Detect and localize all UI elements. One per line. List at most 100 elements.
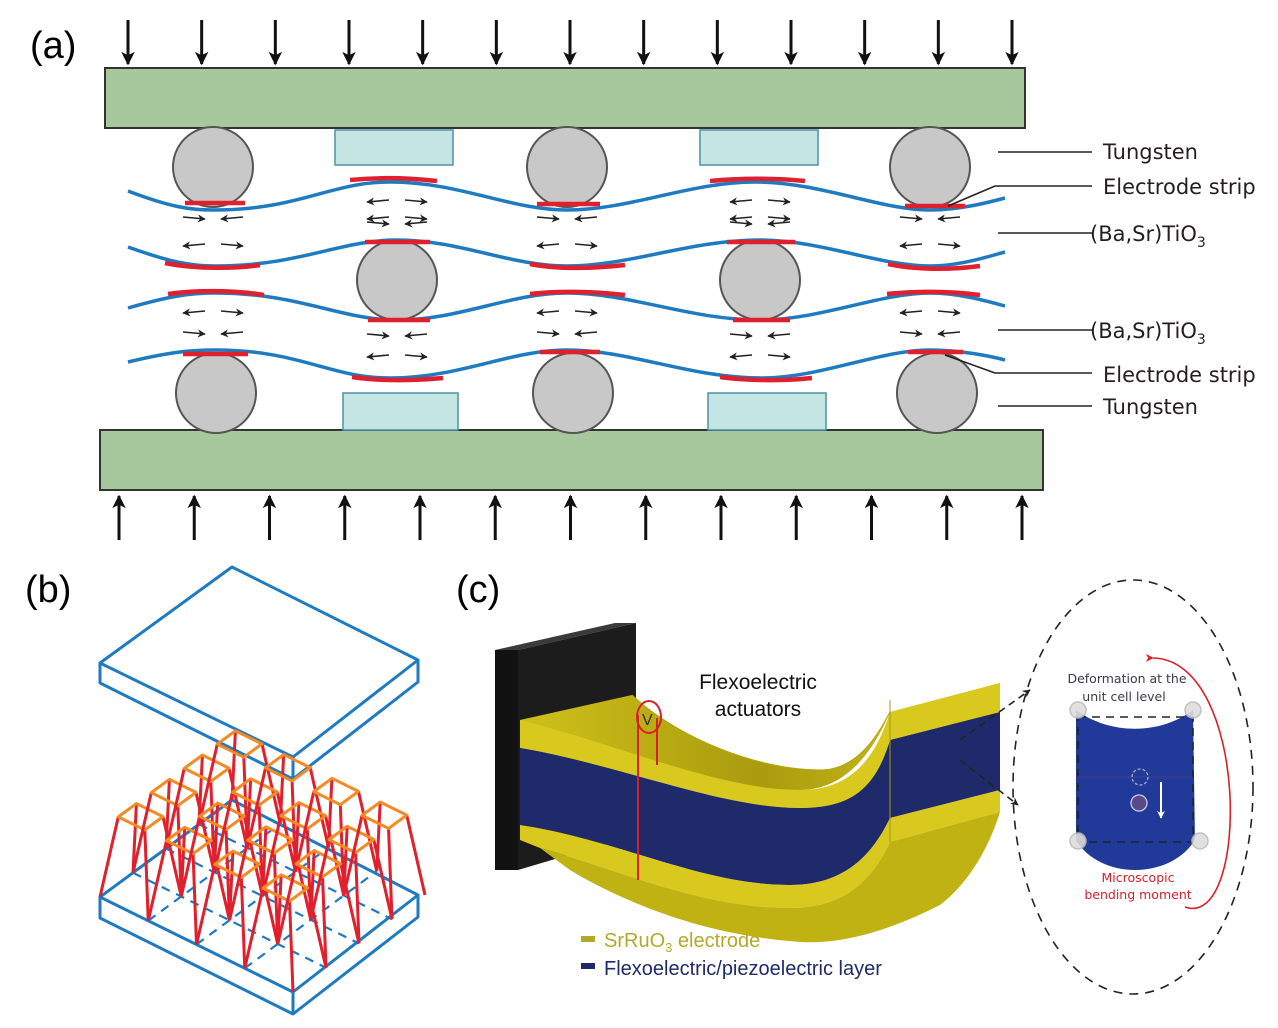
legend-leader-lines: [944, 151, 1092, 407]
tungsten-block: [342, 392, 459, 431]
strain-arrow: [767, 219, 791, 228]
strain-arrow: [729, 197, 753, 206]
micro-pyramid: [98, 802, 183, 921]
deformed-unit-cell: [1076, 710, 1195, 870]
unit-cell-inset: Deformation at the unit cell level Micro…: [1012, 579, 1254, 995]
legend-swatch-layer: [581, 963, 595, 969]
panel-c-legend: SrRuO3 electrode Flexoelectric/piezoelec…: [581, 930, 882, 980]
strain-arrow: [729, 214, 753, 223]
inset-bottom-line2: bending moment: [1084, 887, 1191, 902]
strain-arrow: [574, 214, 598, 223]
voltage-symbol: V: [642, 712, 653, 729]
strain-arrow: [899, 329, 923, 338]
bst-film: [127, 238, 1006, 268]
strain-arrow: [767, 352, 791, 361]
legend-electrode-strip-top: Electrode strip: [1103, 175, 1256, 199]
electrode-strips: [164, 175, 981, 383]
bottom-pressure-plate: [99, 429, 1044, 491]
bst-film: [127, 291, 1006, 322]
tungsten-block: [334, 129, 454, 166]
strain-arrow: [366, 214, 390, 223]
legend-electrode-strip-bottom: Electrode strip: [1103, 363, 1256, 387]
strain-arrow: [404, 352, 428, 361]
tungsten-sphere: [526, 126, 608, 208]
strain-arrow: [574, 241, 598, 250]
legend-swatch-electrode: [581, 936, 595, 942]
tungsten-sphere: [889, 126, 971, 208]
strain-arrow: [404, 197, 428, 206]
strain-arrow: [220, 214, 244, 223]
strain-arrow: [767, 197, 791, 206]
top-pressure-plate: [104, 67, 1026, 129]
strain-arrow: [729, 352, 753, 361]
strain-arrow: [366, 197, 390, 206]
legend-tungsten-bottom: Tungsten: [1102, 395, 1198, 419]
tungsten-sphere: [532, 352, 614, 434]
strain-arrow: [404, 331, 428, 340]
strain-arrow: [220, 308, 244, 317]
strain-arrow: [574, 329, 598, 338]
legend-layer: Flexoelectric/piezoelectric layer: [604, 958, 882, 980]
voltage-source: V: [636, 700, 662, 880]
panel-c-label: (c): [456, 569, 500, 611]
strain-arrow: [536, 241, 560, 250]
strain-arrow: [899, 214, 923, 223]
tungsten-sphere: [356, 239, 438, 321]
caption-line2: actuators: [715, 698, 801, 721]
tungsten-sphere: [719, 239, 801, 321]
zoom-callout-lines: [959, 689, 1031, 806]
strain-arrow: [767, 214, 791, 223]
tungsten-sphere: [172, 126, 254, 208]
inset-title-line1: Deformation at the: [1067, 671, 1186, 686]
panel-a-label: (a): [30, 25, 76, 67]
strain-arrow: [937, 329, 961, 338]
bst-film: [127, 180, 1006, 212]
tungsten-block: [699, 129, 819, 166]
caption-line1: Flexoelectric: [699, 671, 817, 694]
panel-b-label: (b): [25, 569, 71, 611]
legend-electrode: SrRuO3 electrode: [604, 930, 760, 955]
panel-a: (a): [30, 20, 1256, 540]
strain-arrow: [937, 214, 961, 223]
micro-pyramid: [164, 753, 249, 873]
strain-arrow: [536, 308, 560, 317]
strain-arrow: [729, 219, 753, 228]
micro-pyramid: [342, 800, 427, 920]
strain-arrow: [536, 214, 560, 223]
strain-arrow: [182, 241, 206, 250]
strain-arrow: [182, 329, 206, 338]
tungsten-sphere: [175, 352, 257, 434]
strain-arrow: [366, 331, 390, 340]
strain-arrow: [182, 214, 206, 223]
strain-arrow: [182, 308, 206, 317]
legend-bst-top: (Ba,Sr)TiO3: [1090, 222, 1206, 251]
legend-tungsten-top: Tungsten: [1102, 140, 1198, 164]
strain-arrow: [937, 241, 961, 250]
strain-arrow: [899, 241, 923, 250]
voltmeter-icon: [636, 700, 662, 734]
bent-cantilever-beam: [520, 683, 1000, 943]
panel-b: (b): [25, 565, 427, 1016]
strain-arrow: [937, 308, 961, 317]
strain-arrow: [220, 241, 244, 250]
strain-arrow: [899, 308, 923, 317]
strain-arrow: [767, 331, 791, 340]
inset-bottom-line1: Microscopic: [1102, 870, 1175, 885]
strain-arrows: [182, 197, 961, 361]
legend-bst-bottom: (Ba,Sr)TiO3: [1090, 319, 1206, 348]
inset-title-line2: unit cell level: [1082, 689, 1165, 704]
bottom-force-arrows: [112, 494, 1029, 540]
substrate-with-pyramids: [98, 729, 427, 1016]
panel-c: (c) V Flexoelec: [456, 569, 1254, 995]
tungsten-sphere: [896, 352, 978, 434]
micro-pyramid: [309, 824, 394, 944]
strain-arrow: [729, 331, 753, 340]
strain-arrow: [574, 308, 598, 317]
strain-arrow: [220, 329, 244, 338]
top-force-arrows: [121, 20, 1019, 66]
strain-arrow: [404, 219, 428, 228]
micro-pyramid-array: [98, 729, 427, 993]
strain-arrow: [366, 219, 390, 228]
tungsten-block: [707, 392, 827, 431]
strain-arrow: [404, 214, 428, 223]
